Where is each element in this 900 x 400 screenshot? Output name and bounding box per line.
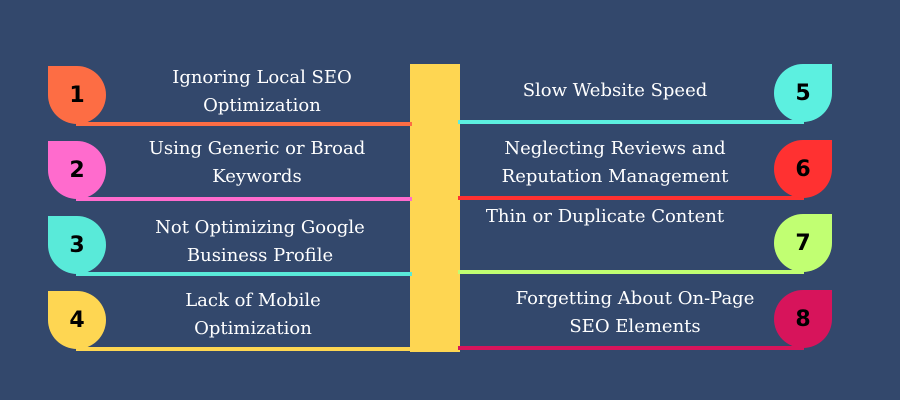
number-badge: 3 bbox=[48, 216, 106, 274]
connector-line bbox=[458, 270, 804, 274]
connector-line bbox=[76, 347, 412, 351]
number-badge: 2 bbox=[48, 141, 106, 199]
connector-line bbox=[76, 272, 412, 276]
connector-line bbox=[458, 346, 804, 350]
number-badge: 4 bbox=[48, 291, 106, 349]
number-badge: 1 bbox=[48, 66, 106, 124]
connector-line bbox=[458, 120, 804, 124]
connector-line bbox=[458, 196, 804, 200]
item-label: Thin or Duplicate Content bbox=[485, 206, 725, 227]
connector-line bbox=[76, 122, 412, 126]
center-bar bbox=[410, 64, 460, 352]
connector-line bbox=[76, 197, 412, 201]
number-badge: 5 bbox=[774, 64, 832, 122]
item-label: Forgetting About On-Page SEO Elements bbox=[515, 288, 755, 337]
item-label: Slow Website Speed bbox=[522, 80, 708, 101]
item-label: Not Optimizing Google Business Profile bbox=[155, 217, 365, 266]
number-badge: 8 bbox=[774, 290, 832, 348]
item-label: Neglecting Reviews and Reputation Manage… bbox=[501, 138, 729, 187]
number-badge: 6 bbox=[774, 140, 832, 198]
item-label: Using Generic or Broad Keywords bbox=[148, 138, 366, 187]
item-label: Lack of Mobile Optimization bbox=[185, 290, 321, 339]
number-badge: 7 bbox=[774, 214, 832, 272]
item-label: Ignoring Local SEO Optimization bbox=[172, 67, 352, 116]
